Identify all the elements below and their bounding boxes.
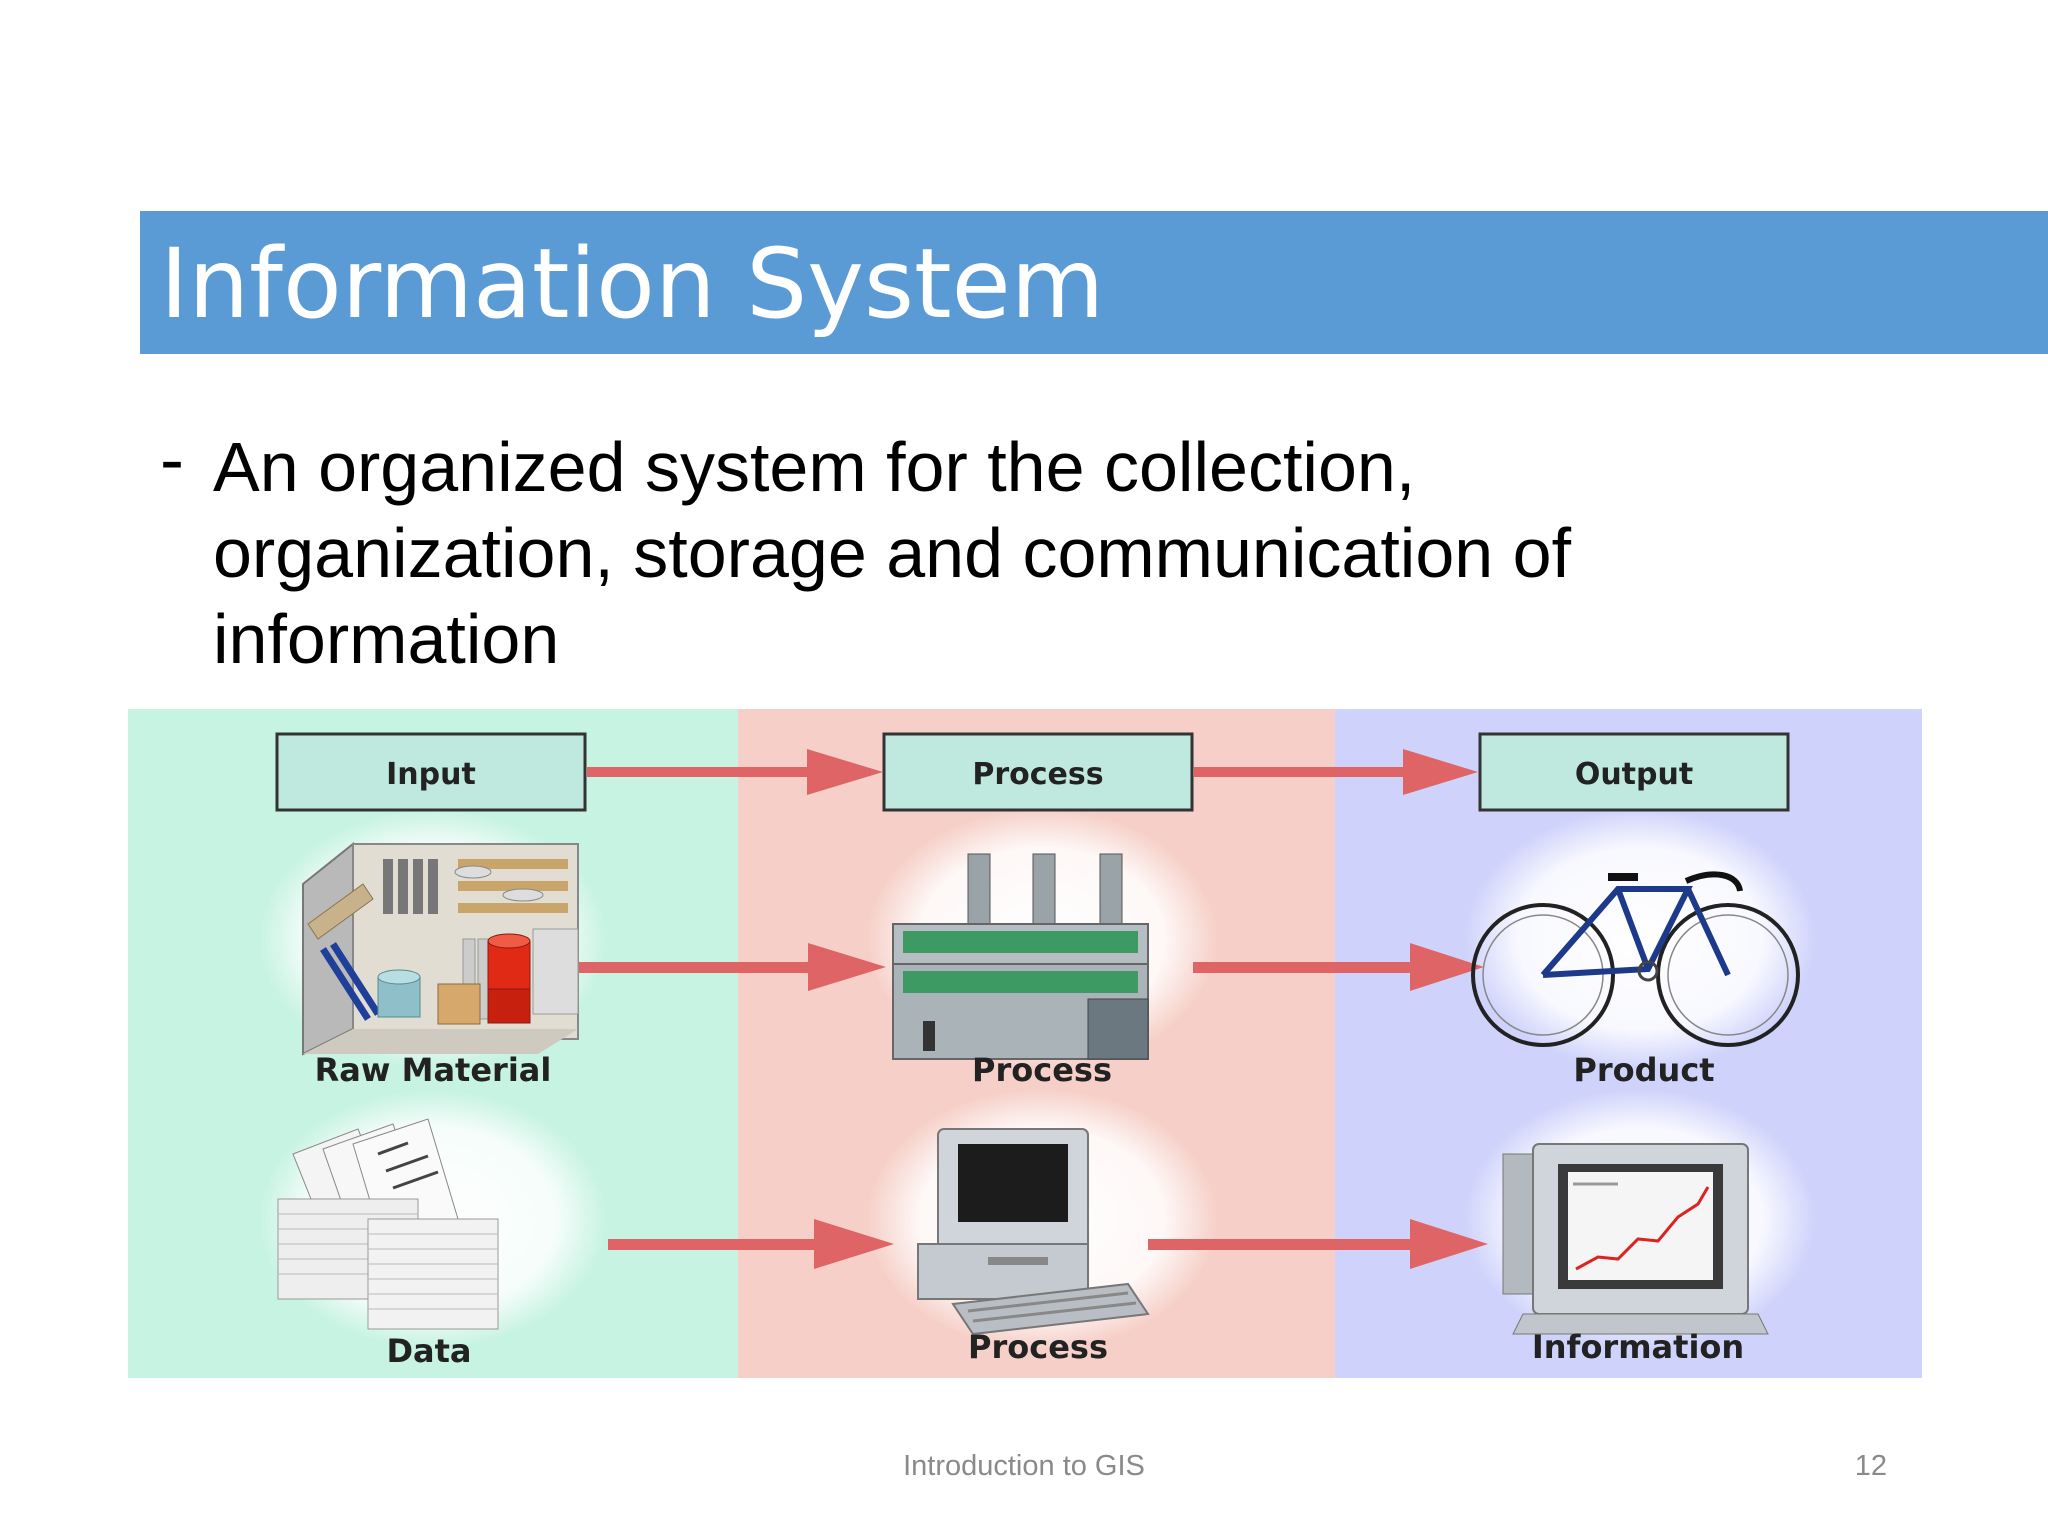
input-header-box: Input xyxy=(275,732,587,812)
process-header-box: Process xyxy=(882,732,1194,812)
page-number: 12 xyxy=(1854,1450,1887,1482)
arrow-process-to-output-header xyxy=(1194,749,1478,795)
input-header-label: Input xyxy=(386,757,476,792)
arrow-process-to-information xyxy=(1148,1219,1488,1269)
raw-material-label: Raw Material xyxy=(315,1051,552,1089)
data-icon xyxy=(277,1118,499,1330)
monitor-chart-icon xyxy=(1502,1143,1769,1335)
computer-icon xyxy=(917,1128,1150,1336)
arrow-raw-material-to-process xyxy=(578,943,886,991)
footer-text: Introduction to GIS xyxy=(903,1450,1145,1482)
output-header-label: Output xyxy=(1575,757,1693,792)
bullet-text: An organized system for the collection, … xyxy=(213,428,1572,678)
product-label: Product xyxy=(1573,1051,1714,1089)
raw-material-icon xyxy=(302,841,579,1056)
process-label-top: Process xyxy=(972,1051,1112,1089)
arrow-input-to-process-header xyxy=(587,749,883,795)
arrow-data-to-process xyxy=(608,1219,894,1269)
process-header-label: Process xyxy=(972,757,1103,792)
information-system-diagram: Input Process Output xyxy=(128,709,1922,1378)
factory-icon xyxy=(892,853,1149,1060)
bicycle-icon xyxy=(1471,871,1800,1047)
process-label-bottom: Process xyxy=(968,1328,1108,1366)
title-bar: Information System xyxy=(140,211,2048,354)
bullet-marker: - xyxy=(160,420,184,500)
information-label: Information xyxy=(1532,1328,1744,1366)
output-header-box: Output xyxy=(1478,732,1790,812)
data-label: Data xyxy=(386,1332,471,1370)
arrow-process-to-product xyxy=(1193,943,1484,991)
slide-title: Information System xyxy=(160,228,1105,340)
